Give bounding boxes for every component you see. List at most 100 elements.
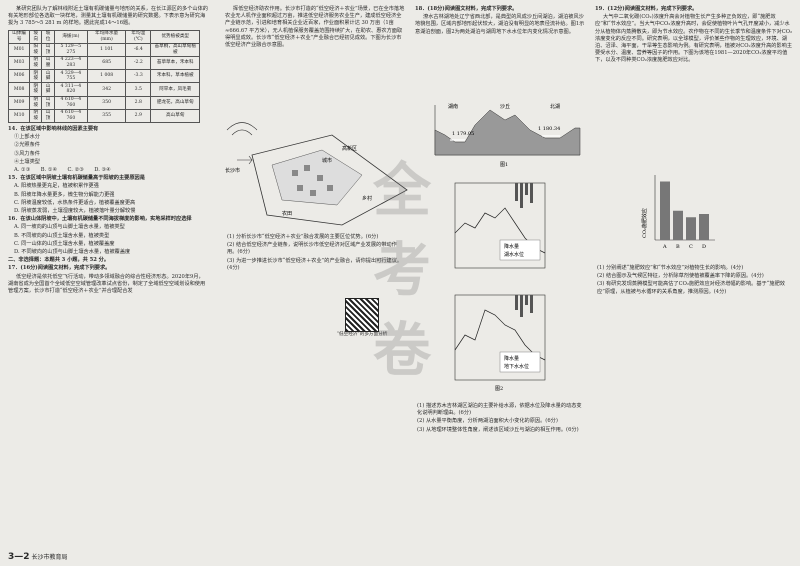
option: C. 阴坡温度较低，水热条件更适合，植被覆盖度更高 xyxy=(14,199,136,206)
data-table: 山体编号 坡向 坡位 海拔(m) 年均降水量(mm) 年均温(℃) 优势植被类型… xyxy=(7,29,200,123)
bar xyxy=(660,181,670,240)
table-cell: 2.8 xyxy=(125,95,152,110)
page-footer: 3—2 长沙市教育局 xyxy=(8,552,67,562)
qr-caption: “低空经济”的多方面分析 xyxy=(336,332,388,337)
table-cell: 685 xyxy=(87,55,127,71)
table-cell: 4 329—4 755 xyxy=(53,69,89,84)
map-label: 农田 xyxy=(282,210,292,217)
table-cell: 苔草草本，禾本科 xyxy=(150,55,200,71)
table-cell: 4 223—4 283 xyxy=(53,55,89,71)
figure-caption: 图1 xyxy=(500,162,508,168)
table-cell: 阴坡 xyxy=(29,69,43,84)
table-cell: 阳坡 xyxy=(29,42,43,57)
column-2: 挥低空经济助农作用。长沙市打造的“低空经济＋农业”场景，已在全市落地农业无人机作… xyxy=(225,6,405,50)
watermark-char: 考 xyxy=(372,236,431,304)
q18-passage: 潦水古林湖地处辽宁省西北部，是典型的风成沙丘间湖泊，湖泊被风沙地貌包围，区域内部… xyxy=(415,14,585,35)
q14-16-intro: 某研究团队为了解林线附近土壤有机碳储量与地形的关系，在长江源区的多个山体的有关地… xyxy=(8,6,208,27)
figure-caption: 图2 xyxy=(495,386,503,392)
figure-1-profile: 1 179.05 1 180.34 湖南 沙丘 北湖 图1 xyxy=(434,103,581,168)
table-cell: 苔草桐，高山草甸植被 xyxy=(150,42,200,57)
table-header: 坡位 xyxy=(41,29,55,44)
table-row: M10 阴坡 山顶 4 610—4 760 355 2.9 高山草甸 xyxy=(7,108,200,123)
table-cell: -6.4 xyxy=(125,42,152,57)
q19-passage: 大气中二氧化碳(CO₂)浓度升高会对植物生长产生多种正负效应，即“施肥效应”和“… xyxy=(595,14,793,64)
question-17: 17．(16分)阅读图文材料，完成下列要求。 xyxy=(8,265,111,272)
elevation-label: 1 179.05 xyxy=(452,131,474,137)
table-header: 年均温(℃) xyxy=(125,29,152,44)
map-label: 乡村 xyxy=(362,195,372,202)
table-cell: -3.3 xyxy=(125,69,152,84)
question-14: 14．在该区域中影响林线的因素主要有 xyxy=(8,125,99,132)
table-cell: 禾本科，草本植被 xyxy=(150,69,200,84)
option: ①上部水分 xyxy=(14,134,40,141)
table-row: M09 阴坡 山顶 4 610—4 760 350 2.8 肥龙花，高山草甸 xyxy=(7,95,200,110)
precip-bars xyxy=(515,295,533,317)
bar xyxy=(699,214,709,240)
q19-subquestions: (1) 分别阐述“施肥效应”和“节水效应”对植物生长的影响。(4分) (2) 结… xyxy=(595,265,793,297)
table-cell: 阴坡 xyxy=(29,108,43,123)
table-header: 优势植被类型 xyxy=(150,29,200,44)
option: B. 不同坡向的山顶土壤含水量，植被类型 xyxy=(14,232,110,239)
legend-label: 地下水水位 xyxy=(504,363,529,370)
location-label: 湖南 xyxy=(448,103,458,110)
table-cell: 350 xyxy=(87,95,127,110)
option: C. 同一山体的山顶土壤含水量，植被覆盖度 xyxy=(14,240,115,247)
option: D. 阴坡蒸发弱，土壤湿度较大，植被落叶量分解较慢 xyxy=(14,207,136,214)
table-cell: -2.2 xyxy=(125,55,152,71)
table-cell: 阴坡 xyxy=(29,55,43,71)
q18-part-1: (1) 描述苏木吉林湖区湖泊的主要补给水源，依据水位及降水量的动态变化说明判断理… xyxy=(417,403,582,417)
option: ④土壤类型 xyxy=(14,158,40,165)
groundwater-level-line xyxy=(454,309,546,361)
qr-code-icon xyxy=(345,298,379,332)
table-cell: 阿旱本，凤毛菊 xyxy=(150,82,200,97)
q18-part-2: (2) 从水量平衡角度，分析两湖泊面积大小变化的原因。(6分) xyxy=(417,418,558,425)
bar xyxy=(673,210,683,240)
terrain-profile xyxy=(434,109,581,156)
table-row: M01 阳坡 山顶 5 129—5 275 1 101 -6.4 苔草桐，高山草… xyxy=(7,42,200,57)
industry-map-figure: 长沙市 城市 乡村 农田 高新区 xyxy=(225,122,408,226)
legend-label: 降水量 xyxy=(504,243,519,250)
legend-label: 降水量 xyxy=(504,355,519,362)
table-cell: 4 311—4 820 xyxy=(53,82,89,97)
building-icons xyxy=(292,165,333,196)
option: ②光照条件 xyxy=(14,142,40,149)
lake-surface xyxy=(450,135,560,141)
table-cell: 高山草甸 xyxy=(150,108,200,123)
table-cell: 山腰 xyxy=(41,55,55,71)
legend-label: 湖水水位 xyxy=(504,251,524,258)
table-row: M03 阴坡 山腰 4 223—4 283 685 -2.2 苔草草本，禾本科 xyxy=(7,55,200,71)
table-header-row: 山体编号 坡向 坡位 海拔(m) 年均降水量(mm) 年均温(℃) 优势植被类型 xyxy=(7,29,200,44)
column-4: 19．(12分)阅读图文材料，完成下列要求。 大气中二氧化碳(CO₂)浓度升高会… xyxy=(595,6,793,66)
q17-passage-cont: 挥低空经济助农作用。长沙市打造的“低空经济＋农业”场景，已在全市落地农业无人机作… xyxy=(225,6,405,49)
table-cell: 山顶 xyxy=(41,95,55,110)
bar-label: D xyxy=(702,244,706,250)
table-cell: 1 101 xyxy=(87,42,127,57)
elevation-label: 1 180.34 xyxy=(538,126,560,132)
table-cell: M10 xyxy=(7,108,31,123)
q18-part-3: (3) 从地理环境整体性角度，阐述该区域沙丘与湖泊的相互作用。(6分) xyxy=(417,426,579,433)
precip-bars xyxy=(515,183,533,208)
option: B. 阳坡年降水量更多，微生物分解能力更强 xyxy=(14,191,115,198)
figure-2b-chart: 降水量 地下水水位 图2 xyxy=(454,294,546,392)
watermark-char: 卷 xyxy=(372,316,431,384)
table-header: 海拔(m) xyxy=(53,29,89,44)
column-1: 某研究团队为了解林线附近土壤有机碳储量与地形的关系，在长江源区的多个山体的有关地… xyxy=(7,6,208,296)
answer-choices: A. ①③ B. ①④ C. ②③ D. ③④ xyxy=(14,166,111,173)
column-3: 18．(18分)阅读图文材料，完成下列要求。 潦水古林湖地处辽宁省西北部，是典型… xyxy=(415,6,585,37)
figure-2a-chart: 降水量 湖水水位 xyxy=(454,182,546,269)
section-heading: 二、非选择题：本题共 3 小题，共 52 分。 xyxy=(8,257,110,264)
question-16: 16．在该山体阴坡中，土壤有机碳储量不同海拔梯度的影响，实地采样时应选择 xyxy=(8,216,192,223)
table-cell: 4 610—4 760 xyxy=(53,95,89,110)
q19-part-1: (1) 分别阐述“施肥效应”和“节水效应”对植物生长的影响。(4分) xyxy=(597,265,744,271)
question-19: 19．(12分)阅读图文材料，完成下列要求。 xyxy=(595,6,698,12)
bar-label: C xyxy=(689,244,693,250)
table-cell: M01 xyxy=(7,42,31,57)
table-cell: 阴坡 xyxy=(29,95,43,110)
table-header: 坡向 xyxy=(29,29,43,44)
table-cell: 阴坡 xyxy=(29,82,43,97)
table-cell: 342 xyxy=(87,82,127,97)
option: ③风力条件 xyxy=(14,150,40,157)
q19-part-3: (3) 有研究发现蒸腾模型可能高估了CO₂施肥效应对经济增幅的影响。基于“施肥效… xyxy=(597,281,785,295)
arrow-icon xyxy=(237,155,253,165)
map-label: 高新区 xyxy=(342,145,357,152)
